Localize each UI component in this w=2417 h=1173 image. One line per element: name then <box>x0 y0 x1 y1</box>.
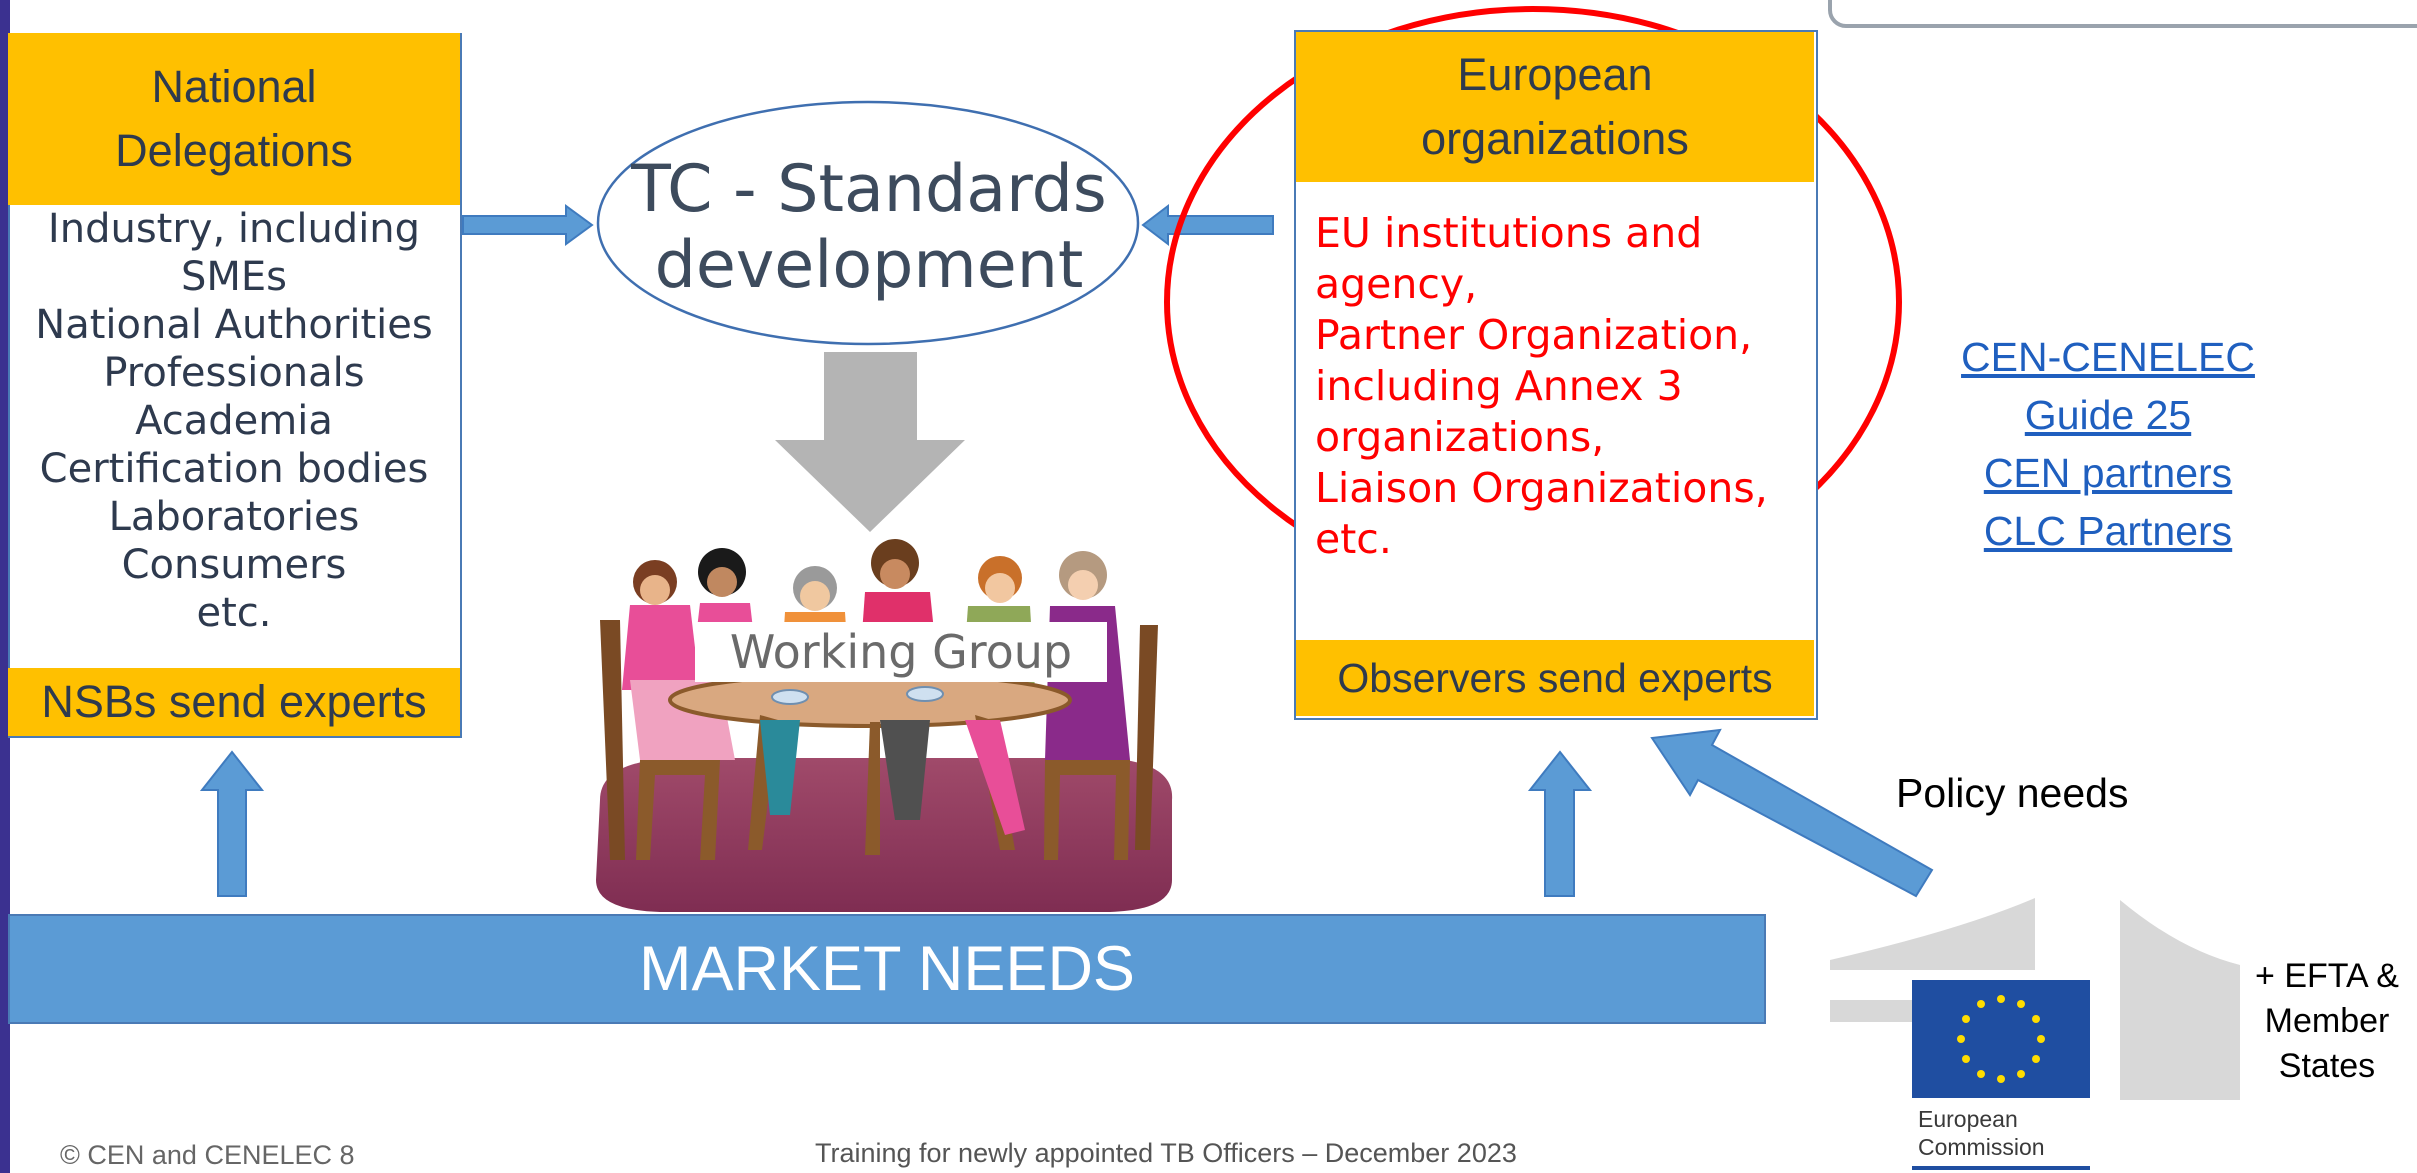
link-cen-partners[interactable]: CEN partners <box>1983 450 2233 496</box>
observers-send-experts: Observers send experts <box>1296 640 1814 716</box>
arrow-market-to-nd <box>199 750 265 897</box>
link-clc-partners[interactable]: CLC Partners <box>1983 508 2233 554</box>
member-item: etc. <box>196 590 272 636</box>
member-item: Professionals <box>103 350 365 396</box>
member-item: Consumers <box>121 542 347 588</box>
national-delegations-members: Industry, including SMEs National Author… <box>8 205 460 637</box>
european-organizations-title: European organizations <box>1421 49 1689 164</box>
member-item: Academia <box>135 398 333 444</box>
grey-down-arrow <box>775 352 965 532</box>
national-delegations-title: National Delegations <box>115 61 353 176</box>
member-item: National Authorities <box>35 302 433 348</box>
european-organizations-members: EU institutions and agency, Partner Orga… <box>1315 208 1835 565</box>
reference-links: CEN-CENELEC Guide 25 CEN partners CLC Pa… <box>1950 328 2266 560</box>
efta-line: States <box>2278 1047 2376 1085</box>
eo-member-item: organizations, <box>1315 413 1605 461</box>
member-item: Certification bodies <box>39 446 429 492</box>
european-commission-logo <box>1830 898 2240 1170</box>
copyright-footer: © CEN and CENELEC 8 <box>60 1140 355 1170</box>
member-item: Laboratories <box>108 494 360 540</box>
working-group-illustration <box>596 539 1173 912</box>
working-group-label: Working Group <box>695 622 1107 682</box>
link-cen-cenelec[interactable]: CEN-CENELEC <box>1961 334 2255 380</box>
efta-line: Member <box>2264 1002 2390 1040</box>
member-item: SMEs <box>180 254 287 300</box>
eo-member-item: EU institutions and <box>1315 209 1703 257</box>
arrow-nd-to-tc <box>462 204 594 246</box>
market-needs-bar: MARKET NEEDS <box>8 914 1766 1024</box>
top-right-frame <box>1828 0 2417 28</box>
tc-label-line1: TC - Standards <box>631 152 1107 227</box>
european-commission-logo-text: European Commission <box>1918 1106 2045 1160</box>
national-delegations-header: National Delegations <box>8 33 460 205</box>
member-item: Industry, including <box>47 206 421 252</box>
efta-member-states-label: + EFTA & Member States <box>2252 954 2402 1089</box>
tc-ellipse <box>596 100 1140 346</box>
arrow-market-to-eo <box>1527 750 1593 897</box>
arrow-policy-to-eo <box>1650 728 1934 898</box>
eo-member-item: including Annex 3 <box>1315 362 1683 410</box>
policy-needs-label: Policy needs <box>1896 770 2129 816</box>
eo-member-item: Partner Organization, <box>1315 311 1753 359</box>
arrow-eo-to-tc <box>1141 203 1274 247</box>
nsbs-send-experts: NSBs send experts <box>8 668 460 736</box>
european-organizations-header: European organizations <box>1296 32 1814 182</box>
left-accent-bar <box>0 0 10 1173</box>
eo-member-item: agency, <box>1315 260 1478 308</box>
efta-line: + EFTA & <box>2255 957 2399 995</box>
tc-label-line2: development <box>654 228 1084 303</box>
training-footer: Training for newly appointed TB Officers… <box>815 1138 1517 1168</box>
tc-standards-development-label: TC - Standards development <box>596 152 1142 304</box>
link-guide-25[interactable]: Guide 25 <box>2024 392 2192 438</box>
eo-member-item: etc. <box>1315 515 1392 563</box>
eo-member-item: Liaison Organizations, <box>1315 464 1768 512</box>
